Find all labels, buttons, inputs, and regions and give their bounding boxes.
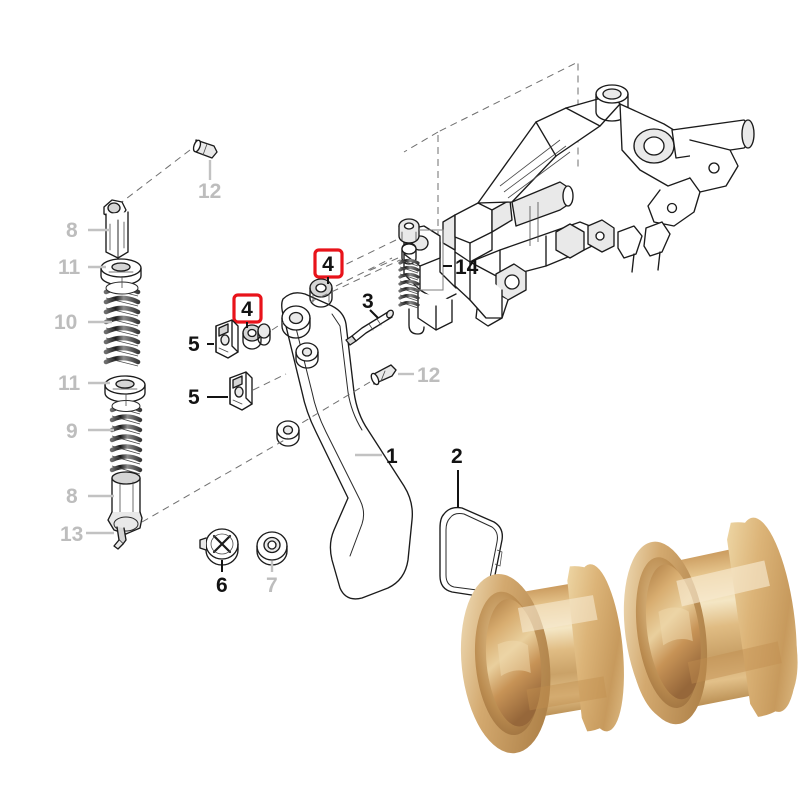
callout-label-7: 7	[266, 574, 278, 597]
part-12-dowel-pin-upper	[117, 139, 218, 206]
callout-label-8-upper: 8	[66, 219, 78, 242]
callout-4-lower-highlight[interactable]: 4	[232, 293, 263, 324]
part-9-coil-spring-lower	[109, 394, 143, 475]
callout-label-11-upper: 11	[58, 256, 81, 279]
part-14-return-spring-kit	[398, 218, 452, 335]
callout-label-10: 10	[54, 311, 77, 334]
part-13-cotter-clip	[113, 526, 127, 550]
callout-label-13: 13	[60, 523, 83, 546]
part-8-spring-seat-upper	[103, 199, 129, 269]
part-1-pedal-arm	[276, 278, 413, 600]
callout-label-12-upper: 12	[198, 180, 221, 203]
pedal-support-bracket-assembly	[403, 61, 755, 331]
callout-label-9: 9	[66, 420, 78, 443]
part-11-washer-upper	[100, 258, 142, 286]
part-4-bushing-lower	[242, 321, 285, 350]
callout-label-1: 1	[386, 445, 398, 468]
callout-label-5-upper: 5	[188, 333, 200, 356]
part-3-pivot-pin	[345, 309, 394, 346]
callout-label-3: 3	[362, 290, 374, 313]
callout-label-11-lower: 11	[58, 372, 81, 395]
callout-label-14: 14	[455, 256, 479, 279]
part-4-bushing-upper	[335, 257, 393, 287]
callout-4-upper-highlight[interactable]: 4	[313, 248, 344, 279]
flanged-bushing-front	[460, 564, 624, 754]
callout-label-6: 6	[216, 574, 228, 597]
part-12-dowel-pin-lower	[299, 364, 397, 425]
callout-label-5-lower: 5	[188, 386, 200, 409]
part-5-retaining-clip-lower	[229, 371, 287, 411]
leader-line-3	[369, 309, 379, 319]
callout-label-2: 2	[451, 445, 463, 468]
part-10-coil-spring-upper	[103, 276, 141, 367]
part-8-spring-seat-lower	[107, 437, 289, 535]
callout-label-8-lower: 8	[66, 485, 78, 508]
callout-label-4-lower: 4	[241, 298, 253, 321]
flanged-bushing-rear	[623, 517, 798, 725]
part-7-grommet-cap	[256, 531, 288, 566]
callout-label-12-lower: 12	[417, 364, 440, 387]
callout-label-4-upper: 4	[322, 253, 334, 276]
part-5-retaining-clip-upper	[215, 319, 239, 359]
part-11-washer-lower	[104, 375, 146, 403]
return-spring	[398, 242, 425, 335]
